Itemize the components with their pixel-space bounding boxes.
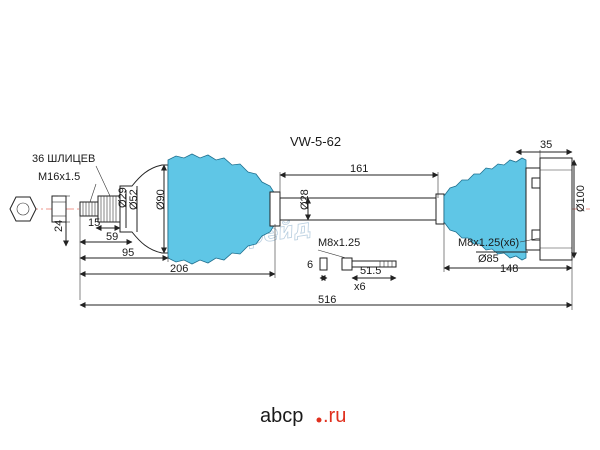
dim-6: 6 <box>307 259 313 271</box>
inner-boot-clamp <box>435 193 445 225</box>
logo-name: abcp <box>260 405 303 427</box>
dim-51-5: 51.5 <box>360 265 381 277</box>
dim-24: 24 <box>53 220 65 232</box>
logo-domain: .ru <box>323 405 346 427</box>
dim-148: 148 <box>500 263 518 275</box>
inner-boot <box>443 157 527 261</box>
bolt-washer <box>319 257 328 271</box>
label-splines: 36 ШЛИЦЕВ <box>32 153 95 165</box>
nut-side-view <box>51 195 67 223</box>
dim-35: 35 <box>540 139 552 151</box>
dim-dia90: Ø90 <box>155 189 167 210</box>
abcp-logo: abcp .ru <box>260 405 346 427</box>
label-bolt-thread: M8x1.25 <box>318 237 360 249</box>
threaded-stub <box>79 195 121 223</box>
dim-dia52: Ø52 <box>128 189 140 210</box>
flange-bolt <box>341 257 397 271</box>
dim-dia29: Ø29 <box>117 187 129 208</box>
dim-59: 59 <box>106 231 118 243</box>
dim-206: 206 <box>170 263 188 275</box>
dim-516: 516 <box>318 294 336 306</box>
label-flange-thread: M8x1.25(x6) <box>458 237 519 249</box>
dim-95: 95 <box>122 247 134 259</box>
axle-nut <box>9 196 37 222</box>
diagram-title: VW-5-62 <box>290 134 341 149</box>
logo-dot-icon <box>316 417 322 423</box>
label-thread-outer: M16x1.5 <box>38 171 80 183</box>
dim-15: 15 <box>88 217 100 229</box>
dim-161: 161 <box>350 163 368 175</box>
dim-dia28: Ø28 <box>299 189 311 210</box>
inner-flange-joint <box>525 157 573 261</box>
outer-boot-clamp <box>269 191 281 227</box>
dim-dia85: Ø85 <box>478 253 499 265</box>
label-bolt-qty: x6 <box>354 281 366 293</box>
dim-dia100: Ø100 <box>575 185 587 212</box>
